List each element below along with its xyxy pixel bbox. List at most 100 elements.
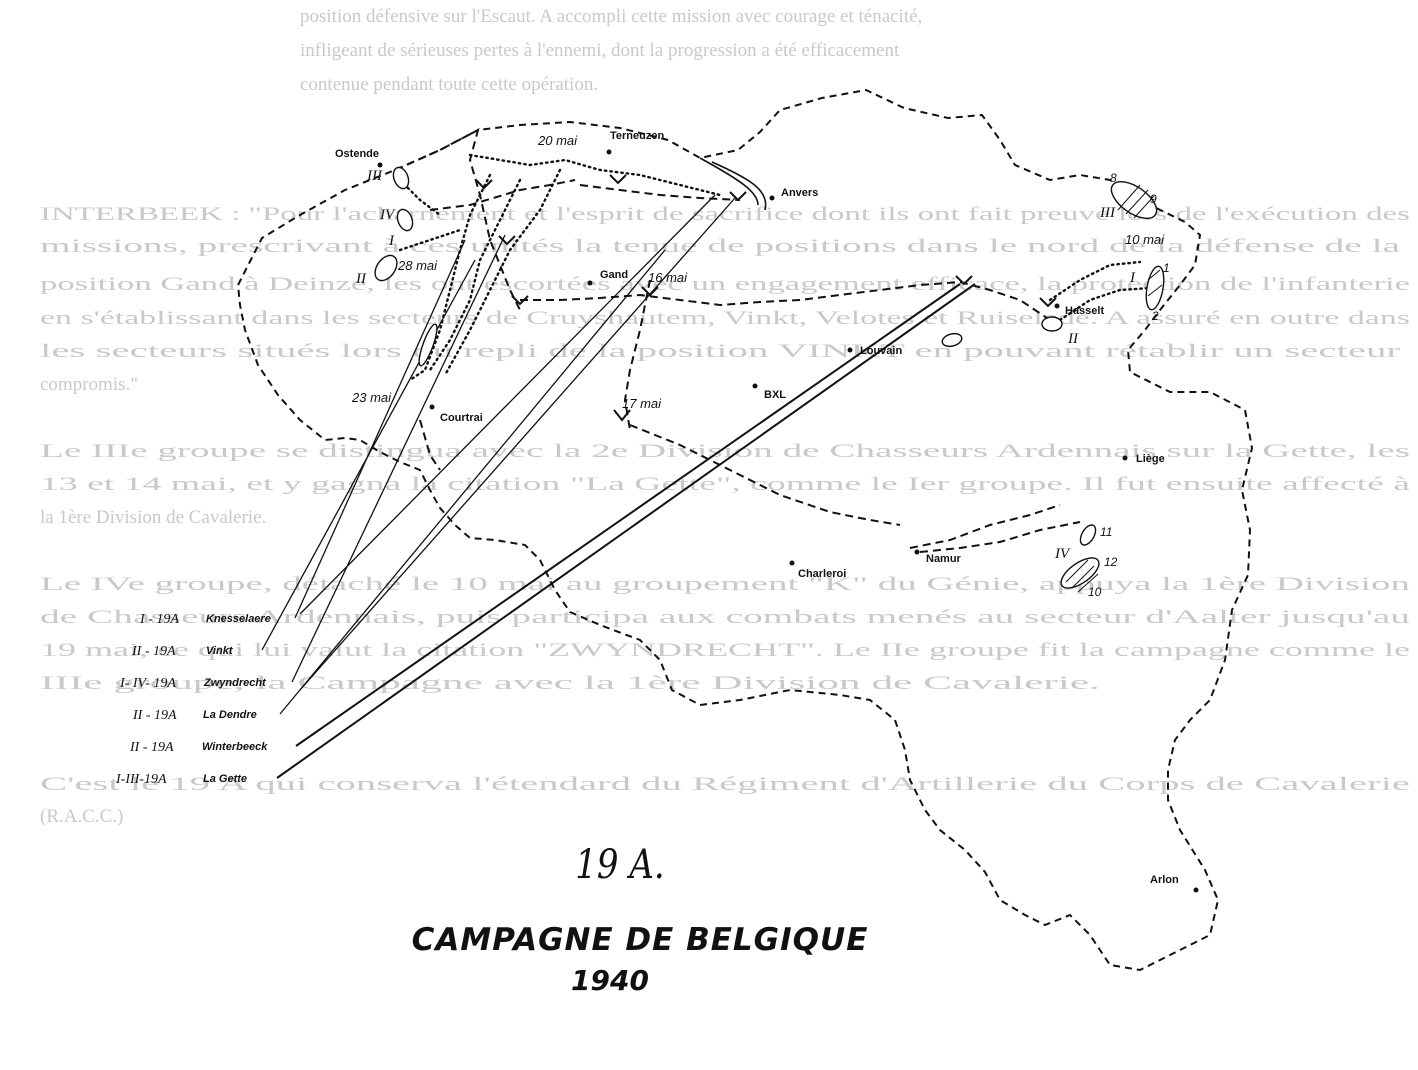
- position-oval: [374, 254, 398, 282]
- group-label: II: [1067, 331, 1079, 347]
- position-oval: [1145, 265, 1165, 311]
- route: [1048, 260, 1142, 302]
- label-louvain: Louvain: [860, 345, 902, 357]
- battery-number: 11: [1100, 525, 1112, 539]
- route: [408, 173, 492, 382]
- label-anvers: Anvers: [781, 187, 818, 199]
- city-dot-charleroi: [789, 560, 795, 566]
- legend-row-knesselaere: I - 19A Knesselaere: [139, 612, 271, 627]
- route: [443, 168, 562, 377]
- city-dot-liege: [1122, 455, 1128, 461]
- battery-number: 12: [1104, 555, 1118, 569]
- group-label: II: [355, 271, 367, 287]
- scheldt-estuary: [699, 157, 767, 211]
- date-labels: 20 mai 28 mai 16 mai 23 mai 17 mai 10 ma…: [351, 133, 1165, 411]
- hatch: [1065, 559, 1089, 583]
- legend-unit: II - 19A: [131, 644, 176, 659]
- date-label: 17 mai: [622, 396, 662, 411]
- group-labels: III IV I II III I II IV: [355, 168, 1136, 562]
- label-ostende: Ostende: [335, 148, 379, 160]
- bleed-line: de Chasseurs Ardennais, puis participa a…: [40, 607, 1411, 628]
- legend-row-zwyndrecht: I- IV- 19A Zwyndrecht: [119, 676, 267, 691]
- bleed-line: compromis.": [40, 374, 138, 395]
- route: [959, 281, 1051, 321]
- position-oval: [1041, 316, 1063, 332]
- arrow-head: [613, 409, 631, 422]
- bleed-line: C'est le 19 A qui conserva l'étendard du…: [40, 774, 1410, 795]
- legend-unit: II - 19A: [132, 708, 177, 723]
- legend-row-vinkt: II - 19A Vinkt: [131, 644, 234, 659]
- city-dot-terneuzen: [606, 149, 612, 155]
- route: [1058, 286, 1152, 322]
- bleed-line: position défensive sur l'Escaut. A accom…: [300, 6, 922, 27]
- legend-unit: II - 19A: [129, 740, 174, 755]
- legend-name: La Gette: [203, 773, 247, 785]
- date-label: 23 mai: [351, 390, 392, 405]
- battery-numbers: 8 9 1 2 11 12 10: [1088, 171, 1170, 599]
- leader-line: [294, 239, 466, 619]
- city-dot-anvers: [769, 195, 775, 201]
- group-label: III: [1099, 205, 1116, 221]
- label-charleroi: Charleroi: [798, 568, 846, 580]
- hatch: [1071, 565, 1095, 589]
- leader-line: [295, 283, 961, 747]
- position-oval: [392, 166, 410, 190]
- bleed-line: INTERBEEK : "Pour l'acharnement et l'esp…: [40, 204, 1410, 225]
- routes-dotted: [398, 153, 1152, 382]
- arrow-head: [498, 235, 516, 246]
- arrow-head: [609, 174, 627, 185]
- label-gand: Gand: [600, 269, 628, 281]
- arrow-head: [475, 179, 493, 190]
- arrow-head: [511, 295, 529, 306]
- city-dot-arlon: [1193, 887, 1199, 893]
- bleed-through-text: position défensive sur l'Escaut. A accom…: [40, 6, 1411, 827]
- legend-name: Vinkt: [206, 645, 234, 657]
- route: [428, 178, 522, 372]
- group-label: IV: [1054, 546, 1071, 562]
- city-labels: Ostende Terneuzen Anvers Gand Hasselt Lo…: [335, 130, 1179, 886]
- city-points: [377, 149, 1199, 893]
- route: [398, 178, 442, 217]
- legend-name: Knesselaere: [206, 613, 271, 625]
- route: [398, 228, 462, 252]
- label-liege: Liège: [1136, 453, 1165, 465]
- leader-line: [291, 234, 506, 683]
- bleed-line: les secteurs situés lors du repli de la …: [40, 341, 1401, 362]
- group-label: I: [1129, 270, 1136, 286]
- legend-unit: I - 19A: [139, 612, 179, 627]
- legend-name: La Dendre: [203, 709, 257, 721]
- leader-line: [299, 194, 716, 615]
- route: [429, 179, 576, 211]
- hatch: [1147, 269, 1161, 281]
- bleed-line: la 1ère Division de Cavalerie.: [40, 507, 266, 528]
- city-dot-ostende: [377, 162, 383, 168]
- label-arlon: Arlon: [1150, 874, 1179, 886]
- position-oval: [1110, 180, 1158, 220]
- city-dot-louvain: [847, 347, 853, 353]
- hatch: [1125, 189, 1149, 215]
- hatch: [1147, 284, 1163, 297]
- bleed-line: 19 mai, ce qui lui valut la citation "ZW…: [40, 640, 1410, 661]
- position-oval: [1060, 557, 1100, 589]
- date-label: 16 mai: [648, 270, 688, 285]
- route: [468, 153, 722, 197]
- bleed-line: Le IVe groupe, détaché le 10 mai au grou…: [40, 574, 1411, 595]
- city-dot-gand: [587, 280, 593, 286]
- bleed-line: (R.A.C.C.): [40, 806, 123, 827]
- bleed-line: infligeant de sérieuses pertes à l'ennem…: [300, 40, 900, 61]
- group-positions: [374, 166, 1165, 593]
- battery-number: 8: [1110, 171, 1117, 185]
- label-courtrai: Courtrai: [440, 412, 483, 424]
- date-label: 10 mai: [1125, 232, 1165, 247]
- arrow-head: [729, 191, 747, 202]
- figure-title: 19 A.: [575, 842, 665, 888]
- label-bxl: BXL: [764, 389, 786, 401]
- legend-name: Winterbeeck: [202, 741, 268, 753]
- label-namur: Namur: [926, 553, 962, 565]
- route: [623, 279, 651, 431]
- hatch: [1133, 195, 1155, 219]
- label-terneuzen: Terneuzen: [610, 130, 664, 142]
- arrow-head: [1039, 297, 1057, 308]
- legend-leaders: [261, 194, 976, 779]
